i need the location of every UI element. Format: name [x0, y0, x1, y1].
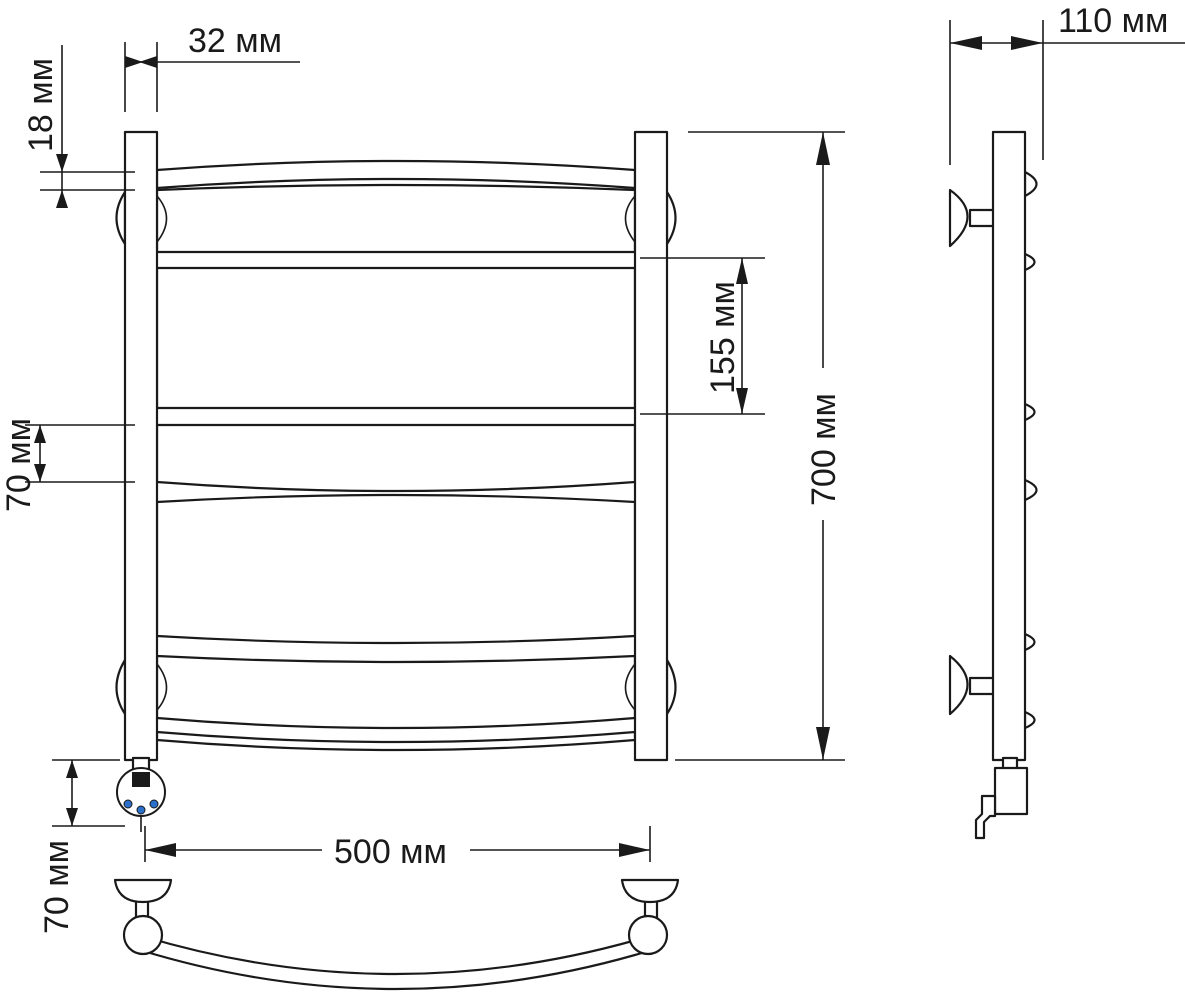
dimension-lines	[25, 20, 1185, 862]
dim-rung-spacing-label: 155 мм	[704, 281, 742, 394]
wall-mount-right-upper	[665, 190, 677, 246]
post-left	[123, 130, 159, 762]
controller-button-right	[149, 799, 159, 809]
dim-heater-offset-label: 70 мм	[38, 840, 76, 934]
side-bracket-flange-lower	[948, 654, 969, 716]
side-heater-cable	[974, 794, 997, 840]
rung-2	[155, 183, 637, 254]
controller-button-left	[123, 799, 133, 809]
side-rung-stub	[1023, 402, 1036, 422]
wall-mount-right-lower	[665, 658, 677, 716]
rung-3	[155, 266, 637, 410]
dim-post-width-label: 32 мм	[188, 22, 282, 60]
mount-cap-right-upper	[624, 195, 636, 243]
side-bracket-rod-lower	[968, 676, 996, 696]
top-view-joint-right	[627, 914, 669, 956]
side-rung-stub	[1023, 252, 1036, 272]
dim-rung-height-label: 70 мм	[0, 418, 38, 512]
side-rung-stub	[1023, 710, 1036, 730]
side-rung-stub	[1023, 170, 1038, 198]
front-view	[115, 130, 677, 832]
top-view-flange-right	[620, 878, 680, 904]
top-view-joint-left	[122, 914, 164, 956]
side-post	[991, 130, 1027, 762]
controller-button-middle	[136, 805, 146, 815]
dim-depth-label: 110 мм	[1058, 2, 1168, 40]
heater-controller	[116, 756, 166, 832]
side-bracket-flange-upper	[948, 188, 969, 248]
mount-cap-left-upper	[156, 195, 168, 243]
post-right	[633, 130, 669, 762]
side-view	[948, 130, 1038, 840]
rung-5	[155, 493, 637, 645]
dim-top-offset-label: 18 мм	[22, 58, 60, 152]
controller-display	[132, 772, 150, 787]
rung-7	[155, 730, 637, 752]
wall-mount-left-upper	[115, 190, 127, 246]
top-view-flange-left	[113, 878, 173, 904]
mount-cap-left-lower	[156, 663, 168, 711]
mount-cap-right-lower	[624, 663, 636, 711]
side-rung-stub	[1023, 632, 1036, 652]
top-view-rail	[138, 934, 654, 991]
rung-4	[155, 423, 637, 493]
top-view	[113, 878, 680, 991]
side-rung-stub	[1023, 478, 1038, 502]
wall-mount-left-lower	[115, 658, 127, 716]
side-bracket-rod-upper	[968, 208, 996, 228]
side-heater-box	[993, 766, 1029, 816]
dim-total-height-label: 700 мм	[805, 393, 843, 506]
dim-width-label: 500 мм	[334, 833, 447, 871]
rung-6	[155, 654, 637, 730]
